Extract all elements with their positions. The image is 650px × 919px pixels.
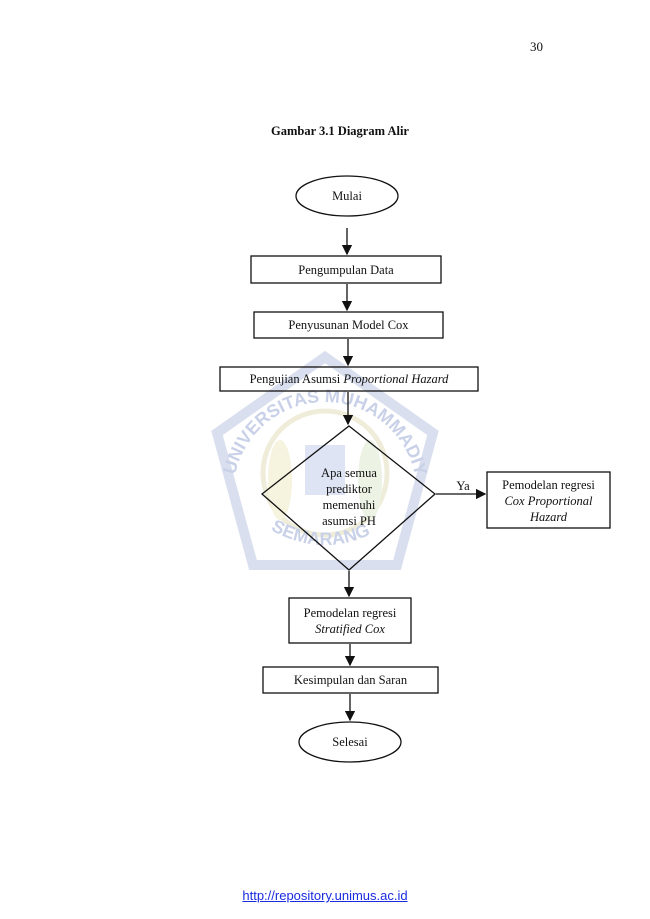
step-data-collection-box [250,255,442,284]
yes-branch-line-1: Pemodelan regresi [502,478,595,492]
start-terminal [295,175,399,217]
yes-branch-label: Pemodelan regresi Cox Proportional Hazar… [487,477,610,525]
conclusion-box [262,666,439,694]
step-ph-test-box [219,366,479,392]
decision-label: Apa semua prediktor memenuhi asumsi PH [299,465,399,529]
figure-title: Gambar 3.1 Diagram Alir [271,124,409,138]
no-branch-label: Pemodelan regresi Stratified Cox [289,605,411,637]
yes-branch-box [486,471,611,529]
step-ph-test-label-normal: Pengujian Asumsi [249,372,344,386]
step-ph-test-label: Pengujian Asumsi Proportional Hazard [220,371,478,387]
conclusion-label: Kesimpulan dan Saran [293,673,408,687]
repository-link[interactable]: http://repository.unimus.ac.id [242,888,408,903]
page-number: 30 [530,39,543,54]
start-label: Mulai [332,189,362,203]
step-cox-model-label: Penyusunan Model Cox [288,318,409,332]
end-terminal [298,721,402,763]
step-ph-test-label-italic: Proportional Hazard [343,372,449,386]
no-branch-line-1: Pemodelan regresi [303,606,397,620]
decision-line-1: Apa semua [321,466,377,480]
decision-line-2: prediktor [326,482,372,496]
decision-line-3: memenuhi [322,498,376,512]
end-label: Selesai [332,735,368,749]
no-branch-box [288,597,412,644]
yes-branch-line-2: Cox Proportional [504,494,593,508]
decision-line-4: asumsi PH [322,514,376,528]
step-cox-model-box [253,311,444,339]
yes-branch-line-3: Hazard [529,510,568,524]
step-data-collection-label: Pengumpulan Data [298,263,394,277]
no-branch-line-2: Stratified Cox [315,622,385,636]
yes-label: Ya [456,479,470,493]
decision-diamond [260,425,437,571]
